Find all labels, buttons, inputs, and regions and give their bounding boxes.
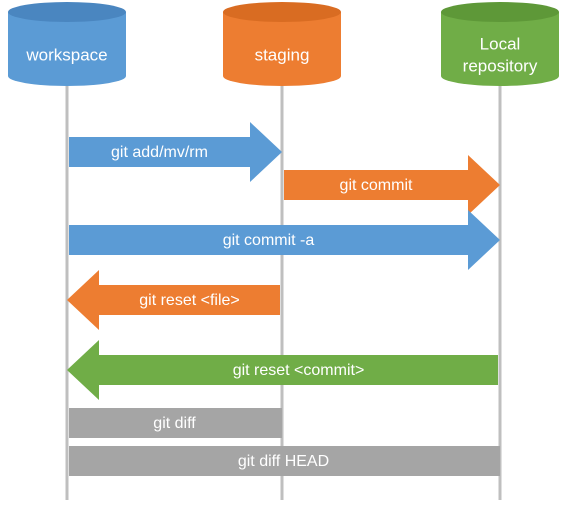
local-repository-label-line-1: Local: [480, 34, 521, 53]
workspace-cylinder: workspace: [8, 2, 126, 86]
storage-cylinders: workspace staging Local repository: [8, 2, 559, 86]
local-repository-cylinder-top: [441, 2, 559, 22]
git-reset-commit-label: git reset <commit>: [233, 362, 365, 379]
git-diff-head-bar-shape: [69, 446, 500, 476]
local-repository-label-line-2: repository: [463, 56, 538, 75]
git-diff-head-bar: git diff HEAD: [69, 446, 500, 476]
git-reset-file-label: git reset <file>: [139, 292, 240, 309]
git-add-mv-rm-arrow-shape: [69, 122, 282, 182]
workspace-label-line-1: workspace: [25, 45, 107, 64]
git-diff-bar-shape: [69, 408, 282, 438]
git-commit-a-arrow-shape: [69, 210, 500, 270]
git-commit-arrow-shape: [284, 155, 500, 215]
git-diff-head-label: git diff HEAD: [238, 453, 329, 470]
staging-label-line-1: staging: [255, 45, 310, 64]
staging-cylinder: staging: [223, 2, 341, 86]
workspace-cylinder-body: [8, 12, 126, 86]
command-arrows: git add/mv/rm git commit git commit -a git …: [67, 122, 500, 476]
git-add-mv-rm-arrow: git add/mv/rm: [69, 122, 282, 182]
git-commit-a-label: git commit -a: [223, 232, 315, 249]
local-repository-cylinder-body: [441, 12, 559, 86]
git-diff-label: git diff: [153, 415, 196, 432]
git-reset-file-arrow: git reset <file>: [67, 270, 280, 330]
staging-cylinder-top: [223, 2, 341, 22]
git-reset-file-arrow-shape: [67, 270, 280, 330]
local-repository-cylinder: Local repository: [441, 2, 559, 86]
git-reset-commit-arrow-shape: [67, 340, 498, 400]
git-commit-a-arrow: git commit -a: [69, 210, 500, 270]
git-commit-arrow: git commit: [284, 155, 500, 215]
git-commit-label: git commit: [340, 177, 413, 194]
staging-cylinder-body: [223, 12, 341, 86]
git-add-mv-rm-label: git add/mv/rm: [111, 144, 208, 161]
git-diff-bar: git diff: [69, 408, 282, 438]
workspace-cylinder-top: [8, 2, 126, 22]
git-reset-commit-arrow: git reset <commit>: [67, 340, 498, 400]
